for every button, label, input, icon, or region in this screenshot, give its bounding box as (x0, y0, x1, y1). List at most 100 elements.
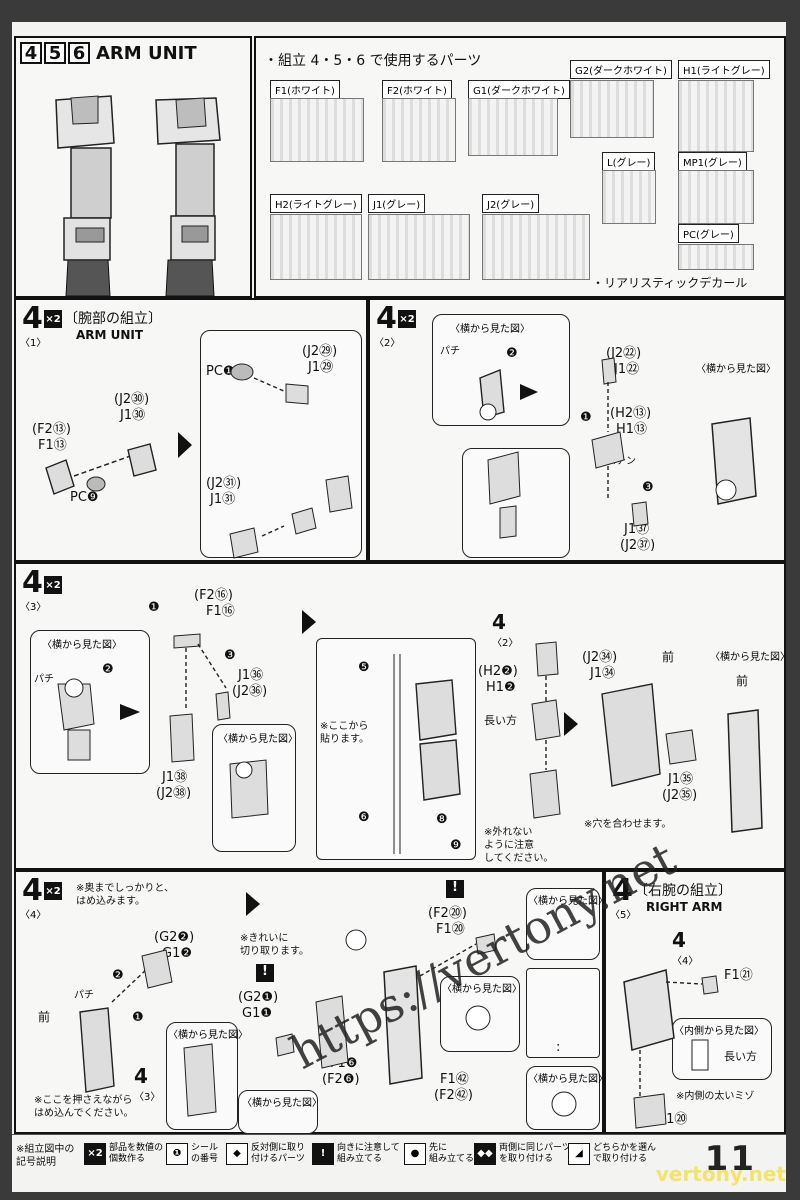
step-4-1-panel: 4 〈1〉 ×2 〔腕部の組立〕 ARM UNIT (J2㉚) J1㉚ (F2⑬… (14, 298, 368, 562)
long-side-label: 長い方 (724, 1050, 757, 1063)
sticker-5: ❺ (358, 660, 370, 675)
decal-note: ・リアリスティックデカール (592, 276, 748, 290)
step-title: 〔腕部の組立〕 (64, 311, 162, 327)
label-f2-13: (F2⑬) (32, 422, 71, 437)
qty-badge: ×2 (44, 310, 62, 328)
legend-text: 向きに注意して 組み立てる (337, 1143, 400, 1164)
step-subtitle: ARM UNIT (76, 328, 144, 342)
label-j2-29: (J2㉙) (302, 344, 338, 359)
step-4-badge: 4 (20, 42, 42, 64)
step-5-badge: 5 (44, 42, 66, 64)
legend-text: どちらかを選ん で取り付ける (593, 1143, 657, 1164)
legend-text: 先に 組み立てる (429, 1143, 475, 1164)
runner-j2 (482, 214, 590, 280)
side-view-label-2: 〈横から見た図〉 (242, 1098, 322, 1109)
runner-g1 (468, 98, 558, 156)
label-h1-13: H1⑬ (616, 422, 648, 437)
label-g1-1: G1❶ (242, 1006, 272, 1021)
step-4-1-drawing (45, 363, 353, 559)
step-num-2: ❷ (112, 968, 124, 983)
legend-item-first: ● 先に 組み立てる (404, 1143, 474, 1165)
step-4-2-panel: 4 〈2〉 ×2 〈横から見た図〉 パチ ❷ (J2㉒) J1㉒ ❶ (H2⑬)… (368, 298, 786, 562)
runner-mp1 (678, 170, 754, 224)
sticker-note: ※ここから 貼ります。 (320, 721, 369, 745)
step-4-3-panel: 4 〈3〉 ×2 〈横から見た図〉 パチ ❷ ❶ (F2⑯) F1⑯ ❸ J1㊱… (14, 562, 790, 870)
label-h2-13: (H2⑬) (610, 406, 652, 421)
step-number: 4 (22, 873, 43, 908)
groove-note: ※内側の太いミゾ (676, 1091, 755, 1102)
step-sub: 〈2〉 (374, 338, 401, 349)
align-note: ※穴を合わせます。 (584, 819, 672, 830)
step-number: 4 (22, 565, 43, 600)
side-view-callout-3 (526, 888, 600, 960)
parts-heading: ・組立 4・5・6 で使用するパーツ (264, 53, 482, 69)
caution-note: ※外れない ように注意 してください。 (484, 827, 554, 864)
label-f1-20: F1⑳ (436, 922, 465, 937)
colon-label: : (556, 1040, 561, 1055)
runner-pc (678, 244, 754, 270)
side-view-label: 〈横から見た図〉 (168, 1030, 248, 1041)
pachi-label: パチ (34, 674, 54, 685)
runner-h2 (270, 214, 362, 280)
caution-icon: ! (312, 1143, 334, 1165)
legend-item-choose: ◢ どちらかを選ん で取り付ける (568, 1143, 656, 1165)
step-number: 4 (22, 301, 43, 336)
opposite-side-icon: ◆ (226, 1143, 248, 1165)
inner-view-label: 〈内側から見た図〉 (674, 1026, 764, 1037)
label-j1-31: J1㉛ (210, 492, 236, 507)
flow-arrow-2 (564, 712, 578, 736)
ref-step: 4 (134, 1064, 148, 1088)
side-view-label-4: 〈横から見た図〉 (442, 984, 522, 995)
step-header: 4 5 6 ARM UNIT (20, 42, 197, 64)
page-title: ARM UNIT (96, 42, 197, 64)
caution-icon: ! (256, 964, 274, 982)
label-f1-21: F1㉑ (724, 968, 753, 983)
step-num-2: ❷ (102, 662, 114, 677)
pachi-label: パチ (74, 990, 94, 1001)
symbol-legend: ※組立図中の 記号説明 ×2 部品を数値の 個数作る ❶ シール の番号 ◆ 反… (12, 1134, 786, 1181)
runner-f1 (270, 98, 364, 162)
runner-h2-label: H2(ライトグレー) (270, 194, 362, 213)
step-4-5-panel: 4 〈5〉 〔右腕の組立〕 RIGHT ARM 4 〈4〉 F1㉑ 〈内側から見… (604, 870, 786, 1134)
runner-j1-label: J1(グレー) (368, 194, 426, 213)
legend-item-orientation: ! 向きに注意して 組み立てる (312, 1143, 400, 1165)
step-subtitle: RIGHT ARM (646, 900, 723, 914)
step-num-1: ❶ (132, 1010, 144, 1025)
step-number: 4 (612, 873, 633, 908)
side-view-label-2: 〈横から見た図〉 (218, 734, 298, 745)
choose-icon: ◢ (568, 1143, 590, 1165)
label-pc-9: PC❾ (70, 490, 99, 505)
side-view-callout-2 (238, 1090, 318, 1134)
detail-callout (200, 330, 362, 558)
runner-mp1-label: MP1(グレー) (678, 152, 747, 171)
option-callout (526, 968, 600, 1058)
legend-text: 部品を数値の 個数作る (109, 1143, 164, 1164)
sticker-8: ❽ (436, 812, 448, 827)
step-4-3-drawing (57, 633, 763, 854)
runner-f2-label: F2(ホワイト) (382, 80, 452, 99)
side-view-label: 〈横から見た図〉 (42, 640, 122, 651)
label-j1-37: J1㊲ (624, 522, 650, 537)
legend-text: シール の番号 (191, 1143, 219, 1164)
parts-list-panel: ・組立 4・5・6 で使用するパーツ F1(ホワイト) F2(ホワイト) G1(… (254, 36, 786, 298)
label-j2-30: (J2㉚) (114, 392, 150, 407)
long-side-label: 長い方 (484, 714, 517, 727)
side-view-label-3: 〈横から見た図〉 (528, 896, 608, 907)
sticker-6: ❻ (358, 810, 370, 825)
label-f1-13: F1⑬ (38, 438, 67, 453)
label-j1-29: J1㉙ (308, 360, 334, 375)
step-4-2-drawing (479, 357, 757, 539)
label-j1-34: J1㉞ (590, 666, 616, 681)
pachin-label: パチン (606, 456, 636, 467)
flow-arrow (302, 610, 316, 634)
label-f2-42: (F2㊷) (434, 1088, 473, 1103)
arm-unit-illustration (55, 95, 221, 297)
both-sides-icon: ◆◆ (474, 1143, 496, 1165)
side-view-label-2: 〈横から見た図〉 (696, 364, 776, 375)
front-label: 前 (662, 650, 675, 664)
label-f1-42: F1㊷ (440, 1072, 469, 1087)
label-f2-6: (F2❻) (322, 1072, 360, 1087)
step-title: 〔右腕の組立〕 (634, 883, 732, 899)
press-note: ※ここを押さえながら はめ込んでください。 (34, 1095, 134, 1119)
label-g2-1: (G2❶) (238, 990, 279, 1005)
